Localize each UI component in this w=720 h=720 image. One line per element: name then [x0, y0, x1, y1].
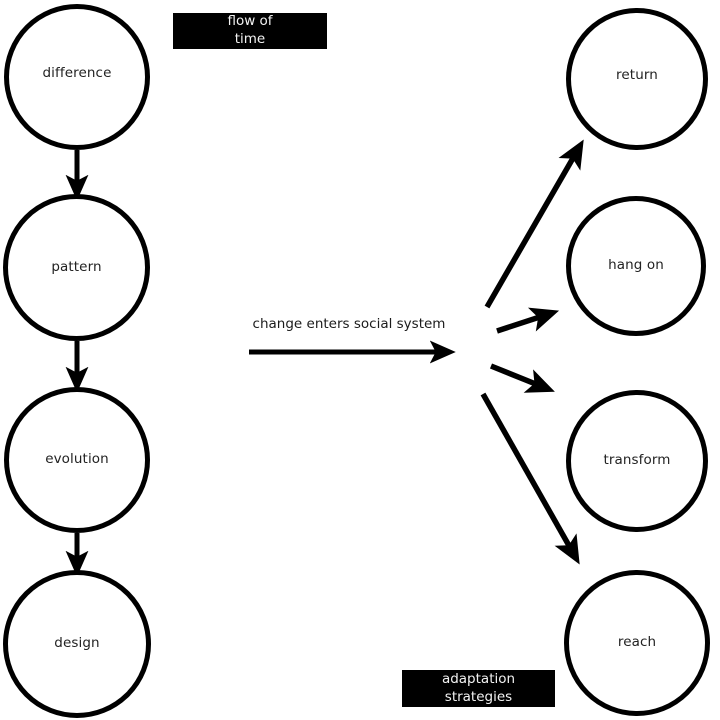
node-design[interactable]: design — [3, 570, 151, 718]
arrow-to-hang-on — [496, 307, 560, 334]
adaptation-strategies-box: adaptation strategies — [402, 670, 555, 707]
node-return[interactable]: return — [566, 8, 708, 150]
flow-of-time-box: flow of time — [173, 13, 327, 49]
arrow-to-transform — [489, 363, 555, 393]
node-evolution[interactable]: evolution — [4, 387, 150, 533]
node-difference-label: difference — [42, 65, 112, 82]
change-enters-social-system-text: change enters social system — [252, 316, 446, 332]
arrow-to-return — [484, 139, 584, 309]
node-transform-label: transform — [603, 452, 671, 469]
node-design-label: design — [54, 635, 100, 652]
node-reach[interactable]: reach — [564, 570, 710, 716]
node-pattern[interactable]: pattern — [3, 194, 150, 341]
node-hang-on-label: hang on — [608, 257, 664, 274]
node-evolution-label: evolution — [45, 451, 109, 468]
arrow-to-reach — [480, 392, 580, 565]
flow-of-time-label: flow of time — [227, 13, 273, 47]
node-transform[interactable]: transform — [566, 390, 708, 532]
node-difference[interactable]: difference — [4, 4, 150, 150]
adaptation-strategies-label: adaptation strategies — [441, 670, 516, 705]
change-enters-social-system-caption: change enters social system — [243, 316, 455, 332]
node-pattern-label: pattern — [51, 258, 102, 275]
node-hang-on[interactable]: hang on — [566, 196, 706, 336]
node-reach-label: reach — [617, 634, 657, 651]
node-return-label: return — [616, 67, 658, 84]
